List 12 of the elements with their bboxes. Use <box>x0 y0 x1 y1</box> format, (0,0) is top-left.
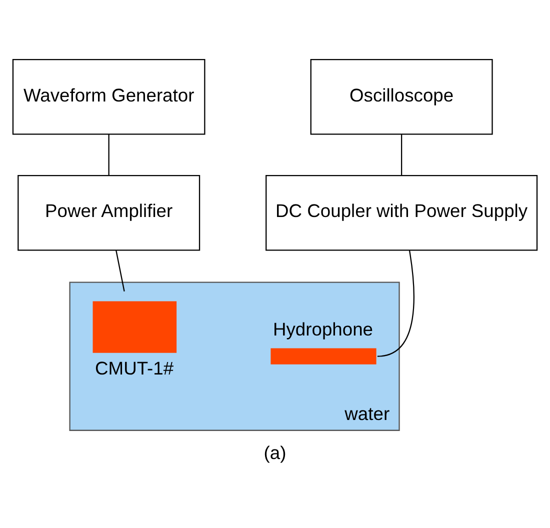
node-box: Waveform Generator <box>12 58 206 134</box>
connector <box>377 250 414 356</box>
node-box <box>270 348 376 364</box>
node-label: CMUT-1# <box>95 356 174 378</box>
node-box: Power Amplifier <box>18 174 200 250</box>
connector <box>108 134 110 175</box>
node-label: Hydrophone <box>272 318 374 339</box>
node-box: Oscilloscope <box>310 58 493 134</box>
node-box: DC Coupler with Power Supply <box>266 174 538 250</box>
caption: (a) <box>264 441 286 462</box>
node-box <box>92 300 177 352</box>
connector <box>400 134 402 175</box>
